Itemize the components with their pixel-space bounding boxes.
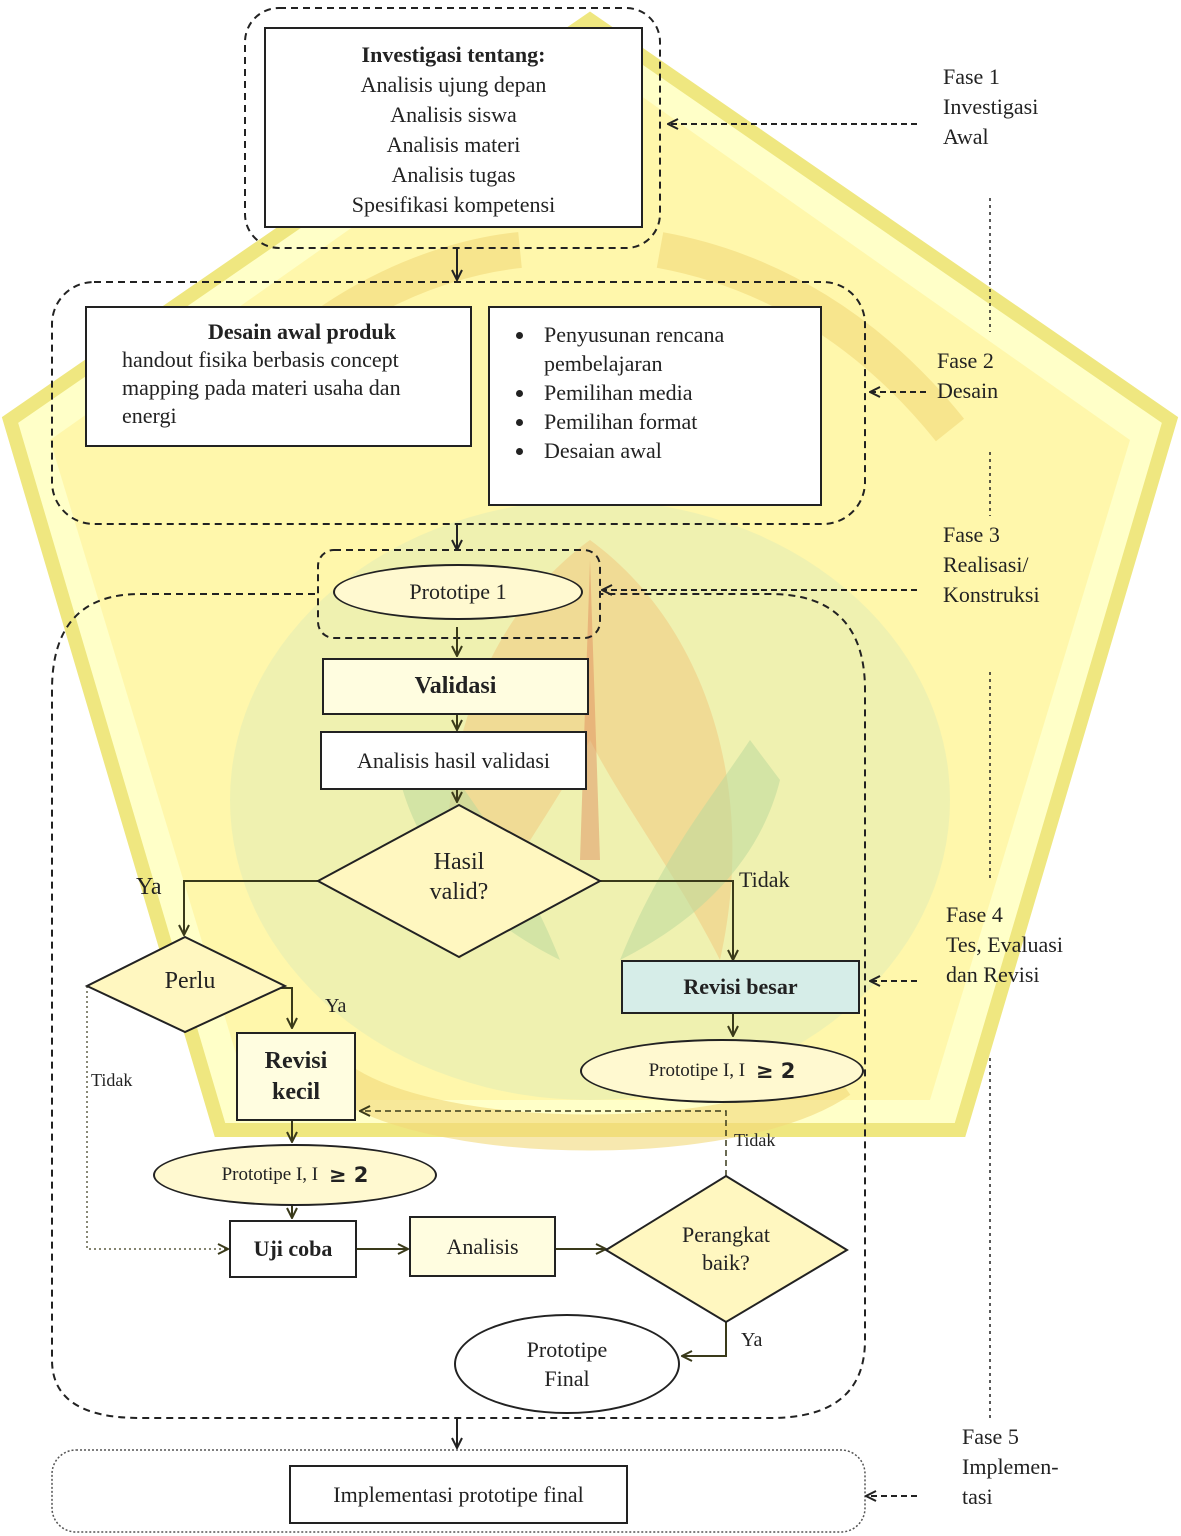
phase-label-line: Fase 4 [946, 902, 1003, 927]
investigation-title: Investigasi tentang: [361, 42, 546, 67]
phase-label-line: Fase 1 [943, 64, 1000, 89]
investigation-box: Investigasi tentang: Analisis ujung depa… [264, 27, 643, 228]
analisis-label: Analisis [446, 1234, 519, 1259]
uji-coba-box: Uji coba [229, 1220, 357, 1278]
ya-label-perlu: Ya [325, 995, 347, 1017]
phase-2-label: Fase 2 Desain [937, 346, 998, 406]
phase-1-label: Fase 1 Investigasi Awal [943, 62, 1038, 152]
validasi-box: Validasi [322, 658, 589, 715]
prototype-final-ellipse: Prototipe Final [454, 1314, 680, 1414]
phase-label-line: Implemen- [962, 1454, 1059, 1479]
design-step: Pemilihan media [536, 378, 820, 407]
decision-text-line: valid? [429, 879, 489, 905]
phase-label-line: Fase 3 [943, 522, 1000, 547]
prototype-final-line: Prototipe [526, 1337, 608, 1362]
design-title: Desain awal produk [208, 319, 396, 344]
tidak-label-perangkat: Tidak [734, 1130, 776, 1150]
phase-label-line: Tes, Evaluasi [946, 932, 1063, 957]
design-step: Pemilihan format [536, 407, 820, 436]
phase-4-label: Fase 4 Tes, Evaluasi dan Revisi [946, 900, 1063, 990]
hasil-valid-label: Hasil valid? [379, 847, 539, 907]
implementasi-box: Implementasi prototipe final [289, 1465, 628, 1524]
decision-text-line: Perangkat [682, 1222, 770, 1247]
phase-label-line: Fase 5 [962, 1424, 1019, 1449]
investigation-item: Analisis siswa [390, 102, 517, 127]
prototype-1-label: Prototipe 1 [409, 579, 507, 604]
design-box: Desain awal produk handout fisika berbas… [85, 306, 472, 447]
ge-2-label: ≥ 2 [755, 1059, 796, 1083]
design-step: Penyusunan rencana pembelajaran [536, 320, 820, 378]
revisi-besar-label: Revisi besar [683, 974, 798, 999]
phase-label-line: Desain [937, 378, 999, 403]
investigation-item: Analisis ujung depan [360, 72, 547, 97]
phase-label-line: Awal [943, 124, 989, 149]
perangkat-baik-label: Perangkat baik? [656, 1221, 796, 1277]
revisi-besar-box: Revisi besar [621, 960, 860, 1014]
investigation-item: Analisis materi [386, 132, 521, 157]
design-steps-box: Penyusunan rencana pembelajaran Pemiliha… [488, 306, 822, 506]
design-text: energi [122, 403, 177, 428]
prototype-1-ellipse: Prototipe 1 [333, 564, 583, 620]
prototype-i-label: Prototipe I, I [648, 1060, 746, 1081]
investigation-item: Analisis tugas [391, 162, 516, 187]
phase-label-line: dan Revisi [946, 962, 1040, 987]
phase-label-line: Konstruksi [943, 582, 1040, 607]
design-steps-list: Penyusunan rencana pembelajaran Pemiliha… [490, 320, 820, 465]
revisi-kecil-line: Revisi [264, 1048, 328, 1074]
ya-label-perangkat: Ya [741, 1329, 763, 1351]
phase-label-line: Fase 2 [937, 348, 994, 373]
phase-label-line: Investigasi [943, 94, 1039, 119]
ya-label-left: Ya [136, 874, 162, 900]
phase-label-line: tasi [962, 1484, 993, 1509]
tidak-label-perlu: Tidak [91, 1070, 133, 1090]
revisi-kecil-box: Revisi kecil [236, 1032, 356, 1121]
analisis-validasi-label: Analisis hasil validasi [356, 748, 551, 773]
investigation-item: Spesifikasi kompetensi [351, 192, 556, 217]
design-text: mapping pada materi usaha dan [122, 375, 401, 400]
phase-3-label: Fase 3 Realisasi/ Konstruksi [943, 520, 1040, 610]
design-step: Desaian awal [536, 436, 820, 465]
prototype-i-ellipse-left: Prototipe I, I ≥ 2 [153, 1144, 437, 1206]
prototype-i-ellipse-right: Prototipe I, I ≥ 2 [580, 1039, 864, 1103]
validasi-label: Validasi [414, 673, 497, 699]
decision-text-line: Hasil [433, 849, 485, 875]
analisis-box: Analisis [409, 1216, 556, 1277]
phase-label-line: Realisasi/ [943, 552, 1029, 577]
analisis-validasi-box: Analisis hasil validasi [320, 731, 587, 790]
ge-2-label: ≥ 2 [328, 1163, 369, 1187]
revisi-kecil-line: kecil [272, 1079, 320, 1105]
decision-text-line: baik? [702, 1250, 750, 1275]
uji-coba-label: Uji coba [253, 1236, 333, 1261]
implementasi-label: Implementasi prototipe final [333, 1482, 584, 1507]
prototype-final-line: Final [544, 1366, 590, 1391]
prototype-i-label: Prototipe I, I [221, 1164, 319, 1185]
perlu-label: Perlu [164, 968, 216, 994]
tidak-label-right: Tidak [739, 867, 790, 892]
design-text: handout fisika berbasis concept [122, 347, 399, 372]
phase-5-label: Fase 5 Implemen- tasi [962, 1422, 1059, 1512]
